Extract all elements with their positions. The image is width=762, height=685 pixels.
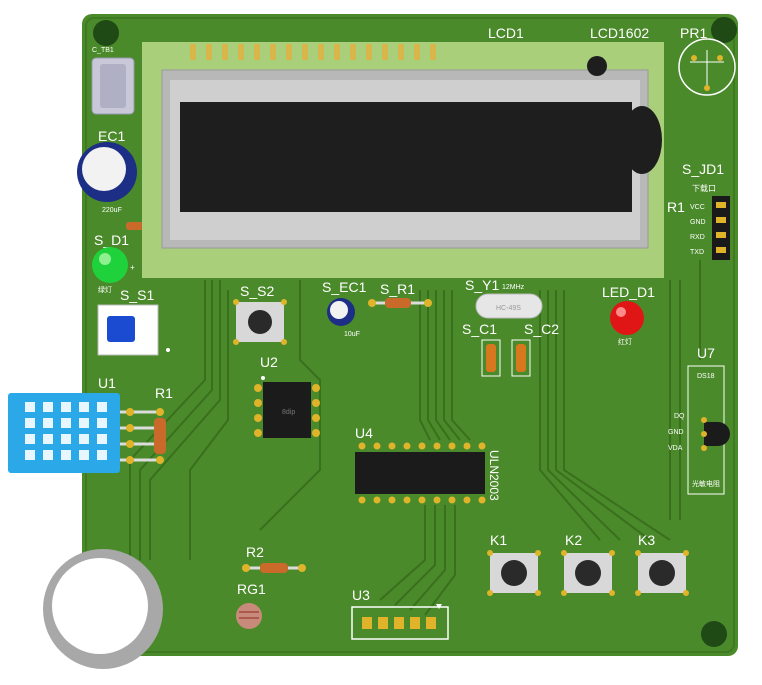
led-d1-note: 红灯 bbox=[618, 337, 632, 346]
k1-label: K1 bbox=[490, 532, 507, 548]
capacitors-s-c: S_C1 S_C2 bbox=[462, 321, 559, 377]
header-s-jd1: S_JD1 下载口 R1 VCC GND RXD TXD bbox=[667, 161, 730, 260]
lcd-header-pins bbox=[190, 44, 436, 60]
sensor-u7: U7 DS18 DQ GND VDA 光敏电阻 bbox=[668, 345, 730, 495]
pot-pr1: PR1 bbox=[678, 25, 736, 96]
s-c1-label: S_C1 bbox=[462, 321, 497, 337]
button-k1: K1 bbox=[487, 532, 541, 596]
typec-connector: C_TB1 bbox=[91, 47, 135, 115]
ec1-value: 220uF bbox=[102, 207, 122, 214]
resistor-small bbox=[126, 222, 144, 230]
s-s2-label: S_S2 bbox=[240, 283, 274, 299]
sensor-u1: U1 bbox=[8, 375, 164, 473]
rg1-label: RG1 bbox=[237, 581, 266, 597]
u7-top: DS18 bbox=[697, 373, 715, 380]
u4-marking: ULN2003 bbox=[487, 450, 501, 501]
resistor-r1: R1 bbox=[154, 385, 173, 454]
resistor-s-r1: S_R1 bbox=[368, 281, 432, 308]
chip-u4: U4 ULN2003 bbox=[355, 425, 501, 504]
lcd1-label: LCD1 bbox=[488, 25, 524, 41]
sensor-u5: U5 bbox=[43, 549, 163, 669]
k3-label: K3 bbox=[638, 532, 655, 548]
u7-pin-dq: DQ bbox=[674, 413, 685, 420]
photoresistor-rg1: RG1 bbox=[236, 581, 266, 629]
board-edge bbox=[85, 17, 735, 653]
button-k3: K3 bbox=[635, 532, 689, 596]
jd1-pin-gnd: GND bbox=[690, 219, 706, 226]
connector-u3: U3 bbox=[351, 587, 449, 640]
r2-label: R2 bbox=[246, 544, 264, 560]
s-y1-marking: HC-49S bbox=[496, 305, 521, 312]
led-d1-red: LED_D1 红灯 bbox=[602, 284, 655, 346]
button-k2: K2 bbox=[561, 532, 615, 596]
switch-s-s1: S_S1 bbox=[97, 287, 170, 356]
k2-label: K2 bbox=[565, 532, 582, 548]
u2-marking: 8dip bbox=[282, 409, 295, 416]
s-r1-label: S_R1 bbox=[380, 281, 415, 297]
traces bbox=[129, 260, 701, 616]
u3-label: U3 bbox=[352, 587, 370, 603]
capacitor-ec1: EC1 220uF bbox=[77, 128, 137, 214]
s-d1-note: 绿灯 bbox=[98, 285, 112, 294]
u7-pin-gnd: GND bbox=[668, 429, 684, 436]
u1-label: U1 bbox=[98, 375, 116, 391]
s-jd1-note: 下载口 bbox=[692, 183, 716, 193]
ec1-label: EC1 bbox=[98, 128, 125, 144]
u7-label: U7 bbox=[697, 345, 715, 361]
u2-label: U2 bbox=[260, 354, 278, 370]
s-y1-top: 12MHz bbox=[502, 284, 525, 291]
svg-text:+: + bbox=[130, 263, 135, 272]
resistor-r2: R2 bbox=[242, 544, 306, 573]
s-ec1-value: 10uF bbox=[344, 331, 360, 338]
u4-label: U4 bbox=[355, 425, 373, 441]
button-s-s2: S_S2 bbox=[233, 283, 287, 345]
jd1-pin-rxd: RXD bbox=[690, 234, 705, 241]
r1-top-label: R1 bbox=[667, 199, 685, 215]
chip-u2: U2 8dip bbox=[254, 354, 320, 438]
led-d1-label: LED_D1 bbox=[602, 284, 655, 300]
pr1-label: PR1 bbox=[680, 25, 707, 41]
capacitor-s-ec1: S_EC1 10uF bbox=[322, 279, 367, 338]
crystal-s-y1: S_Y1 12MHz HC-49S bbox=[465, 277, 543, 319]
lcd1602-label: LCD1602 bbox=[590, 25, 649, 41]
lcd-glass bbox=[180, 102, 632, 212]
s-ec1-label: S_EC1 bbox=[322, 279, 367, 295]
r1-label: R1 bbox=[155, 385, 173, 401]
s-y1-label: S_Y1 bbox=[465, 277, 499, 293]
u7-bottom: 光敏电阻 bbox=[692, 479, 720, 488]
jd1-pin-vcc: VCC bbox=[690, 204, 705, 211]
u7-pin-vda: VDA bbox=[668, 445, 683, 452]
jd1-pin-txd: TXD bbox=[690, 249, 704, 256]
s-jd1-label: S_JD1 bbox=[682, 161, 724, 177]
s-d1-label: S_D1 bbox=[94, 232, 129, 248]
led-s-d1: S_D1 绿灯 + bbox=[92, 232, 135, 294]
lcd1602-module: LCD1 LCD1602 bbox=[142, 25, 664, 278]
s-s1-label: S_S1 bbox=[120, 287, 154, 303]
s-c2-label: S_C2 bbox=[524, 321, 559, 337]
typec-label: C_TB1 bbox=[92, 47, 114, 54]
